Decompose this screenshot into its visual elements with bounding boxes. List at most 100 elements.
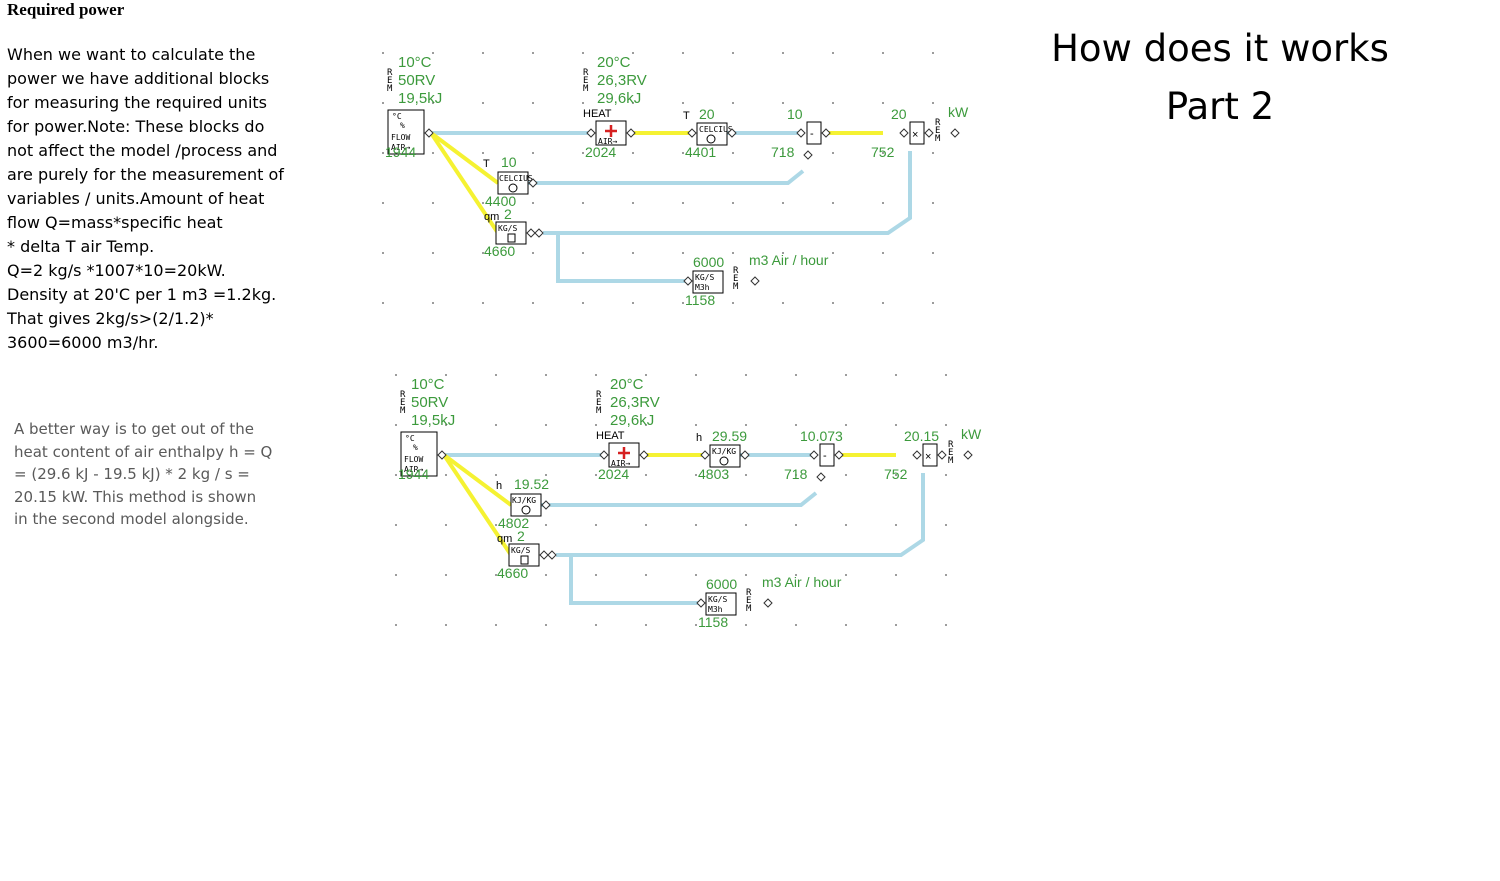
converter-box-bottom: M3h [708,605,723,614]
converter-output-port [750,276,760,286]
explanation-line: power we have additional blocks [7,69,270,88]
subtract-symbol: - [810,128,814,140]
grid-dot [745,524,747,526]
grid-dot [845,624,847,626]
grid-dot [732,102,734,104]
pipe-sensor-mid [528,169,805,185]
heater-out-port [639,450,649,460]
source-energy: 19,5kJ [411,412,455,429]
grid-dot [782,152,784,154]
grid-dot [432,252,434,254]
sensor-top-block [709,444,741,468]
grid-dot [695,524,697,526]
sensor-top-box: CELCIUS [699,125,733,134]
source-box-percent: % [400,121,405,130]
sensor-mid-value: 10 [501,154,517,170]
subtract-id: 718 [771,144,795,160]
grid-dot [395,474,397,476]
source-energy: 19,5kJ [398,90,442,107]
sensor-mass-icon [520,555,529,565]
converter-unit: m3 Air / hour [749,252,829,268]
grid-dot [532,302,534,304]
grid-dot [682,202,684,204]
multiply-symbol: × [925,451,931,463]
multiply-unit: kW [948,104,969,120]
source-box-flow: FLOW [404,455,423,464]
heater-rh: 26,3RV [610,394,660,411]
pipe-to-converter [556,235,688,283]
sensor-mass-value: 2 [517,528,525,544]
enthalpy-line: 20.15 kW. This method is shown [14,487,257,506]
grid-dot [895,524,897,526]
grid-dot [545,374,547,376]
grid-dot [845,474,847,476]
grid-dot [445,474,447,476]
multiply-value: 20.15 [904,428,939,444]
pipe-sensor-mid [541,491,818,507]
grid-dot [595,524,597,526]
grid-dot [432,102,434,104]
grid-dot [632,302,634,304]
multiply-symbol: × [912,129,918,141]
grid-dot [695,574,697,576]
source-box-degrees: °C [392,112,402,121]
sensor-mass-icon [507,233,516,243]
port-diamond [700,450,710,460]
converter-box-bottom: M3h [695,283,710,292]
explanation-line: for measuring the required units [7,93,268,112]
heater-air: AIR→ [598,137,617,146]
grid-dot [932,152,934,154]
heater-air: AIR→ [611,459,630,468]
grid-dot [732,302,734,304]
grid-dot [395,374,397,376]
grid-dot [732,252,734,254]
grid-dot [682,102,684,104]
sensor-mid-prefix: h [496,480,502,492]
source-rh: 50RV [411,394,448,411]
heater-plus-icon [618,447,630,459]
sensor-top-box: KJ/KG [712,447,736,456]
explanation-line: are purely for the measurement of [7,165,284,184]
grid-dot [645,474,647,476]
grid-dot [445,374,447,376]
grid-dot [445,574,447,576]
explanation-line: When we want to calculate the [7,45,256,64]
grid-dot [645,374,647,376]
pipe-branch-mid [429,131,500,185]
multiply-unit: kW [961,426,982,442]
heater-label: HEAT [583,108,612,120]
explanation-line: for power.Note: These blocks do [7,117,265,136]
explanation-line: Q=2 kg/s *1007*10=20kW. [7,261,226,280]
grid-dot [382,102,384,104]
source-box-flow: FLOW [391,133,410,142]
explanation-line: not affect the model /process and [7,141,278,160]
grid-dot [432,202,434,204]
grid-dot [895,374,897,376]
pipe-mass-to-multiply [556,473,925,557]
multiply-block [909,121,925,145]
source-temp: 10°C [398,54,432,71]
explanation-paragraph: When we want to calculate the power we ha… [7,43,307,355]
grid-dot [945,374,947,376]
source-block [400,431,438,477]
explanation-line: Density at 20'C per 1 m3 =1.2kg. [7,285,277,304]
heater-energy: 29,6kJ [610,412,654,429]
subtract-block [819,443,835,467]
sensor-mid-id: 4802 [498,515,529,531]
grid-dot [732,202,734,204]
grid-dot [582,52,584,54]
sensor-mid-id: 4400 [485,193,516,209]
sensor-top-id: 4803 [698,466,729,482]
grid-dot [745,574,747,576]
grid-dot [445,524,447,526]
grid-dot [695,474,697,476]
grid-dot [595,424,597,426]
grid-dot [945,524,947,526]
source-box-degrees: °C [405,434,415,443]
port-diamond [821,128,831,138]
pipe-branch-mid [442,453,513,507]
grid-dot [595,574,597,576]
